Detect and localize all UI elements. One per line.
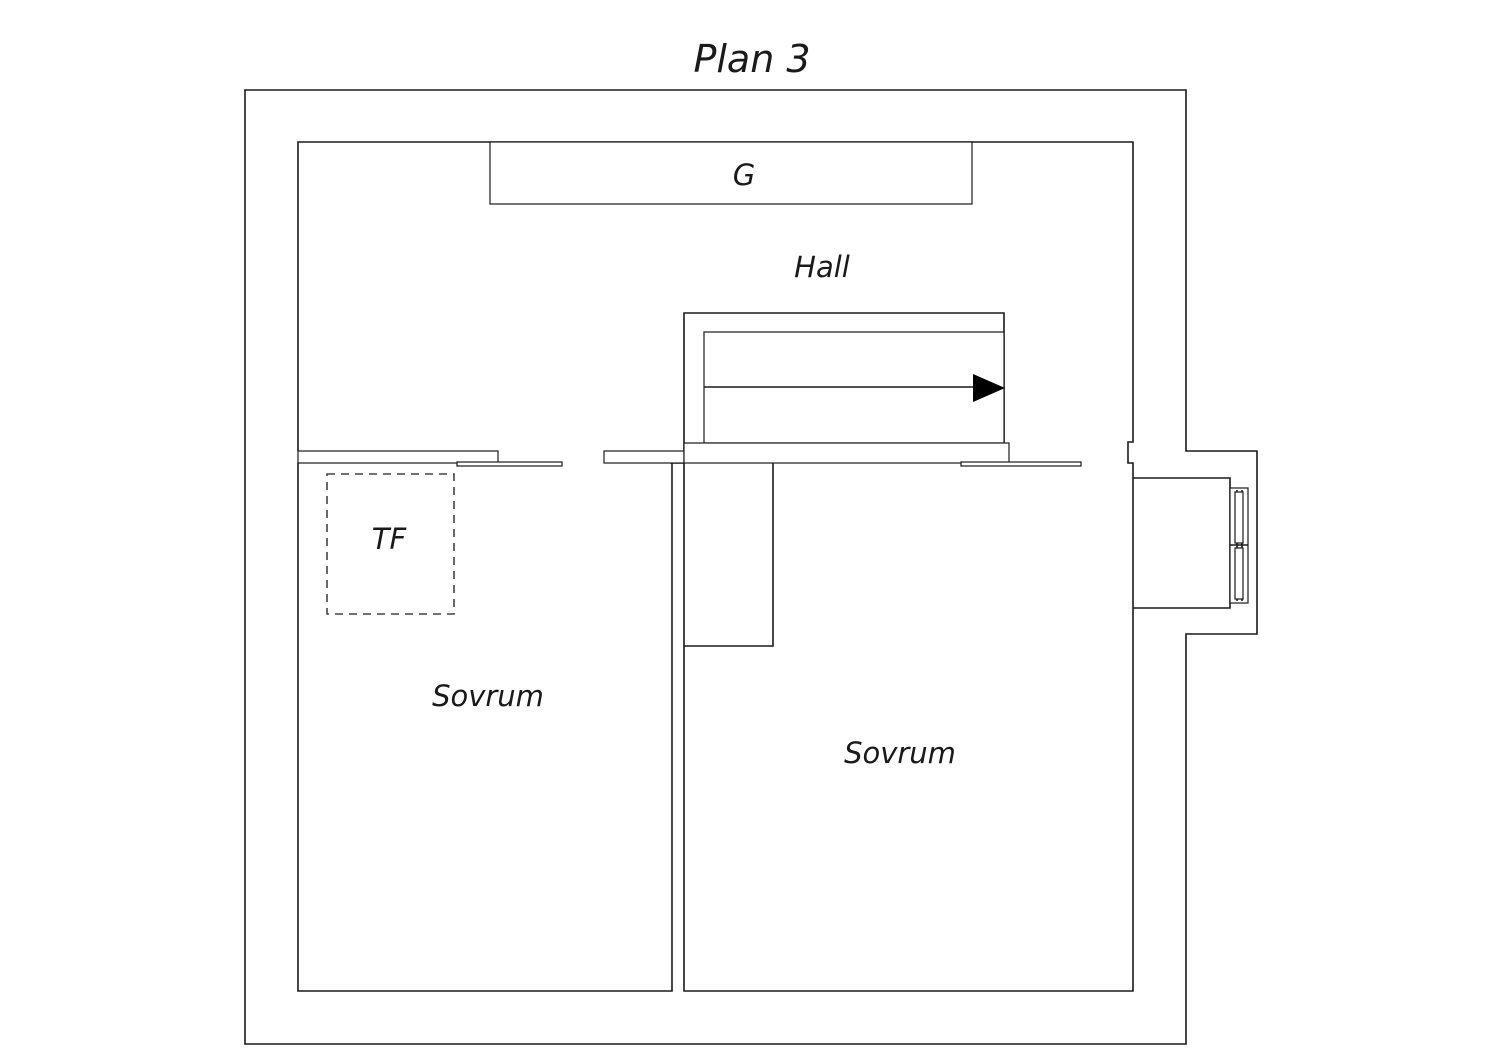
- partition-wall-left: [297, 450, 499, 464]
- hall-label: Hall: [794, 250, 850, 284]
- window-sash-top: [1234, 491, 1244, 544]
- window-alcove: [1133, 477, 1231, 609]
- bedroom-right-label: Sovrum: [844, 736, 956, 770]
- tf-area: [326, 473, 455, 615]
- window-sash-bottom: [1234, 547, 1244, 600]
- outer-wall: [244, 89, 1258, 1045]
- inner-wall: [297, 141, 1134, 992]
- wardrobe-right: [684, 463, 774, 647]
- bedroom-left-label: Sovrum: [432, 679, 544, 713]
- tf-label: TF: [372, 522, 408, 556]
- arrow-right-icon: [973, 374, 1005, 402]
- inner-wall-left: [297, 463, 673, 992]
- closet-label: G: [733, 158, 755, 192]
- door-right-bedroom: [960, 461, 1082, 467]
- plan-title: Plan 3: [693, 37, 810, 81]
- door-left-bedroom: [456, 461, 563, 467]
- partition-wall-middle: [603, 450, 685, 464]
- partition-wall-stair: [683, 442, 1010, 464]
- closet-g: [489, 141, 973, 205]
